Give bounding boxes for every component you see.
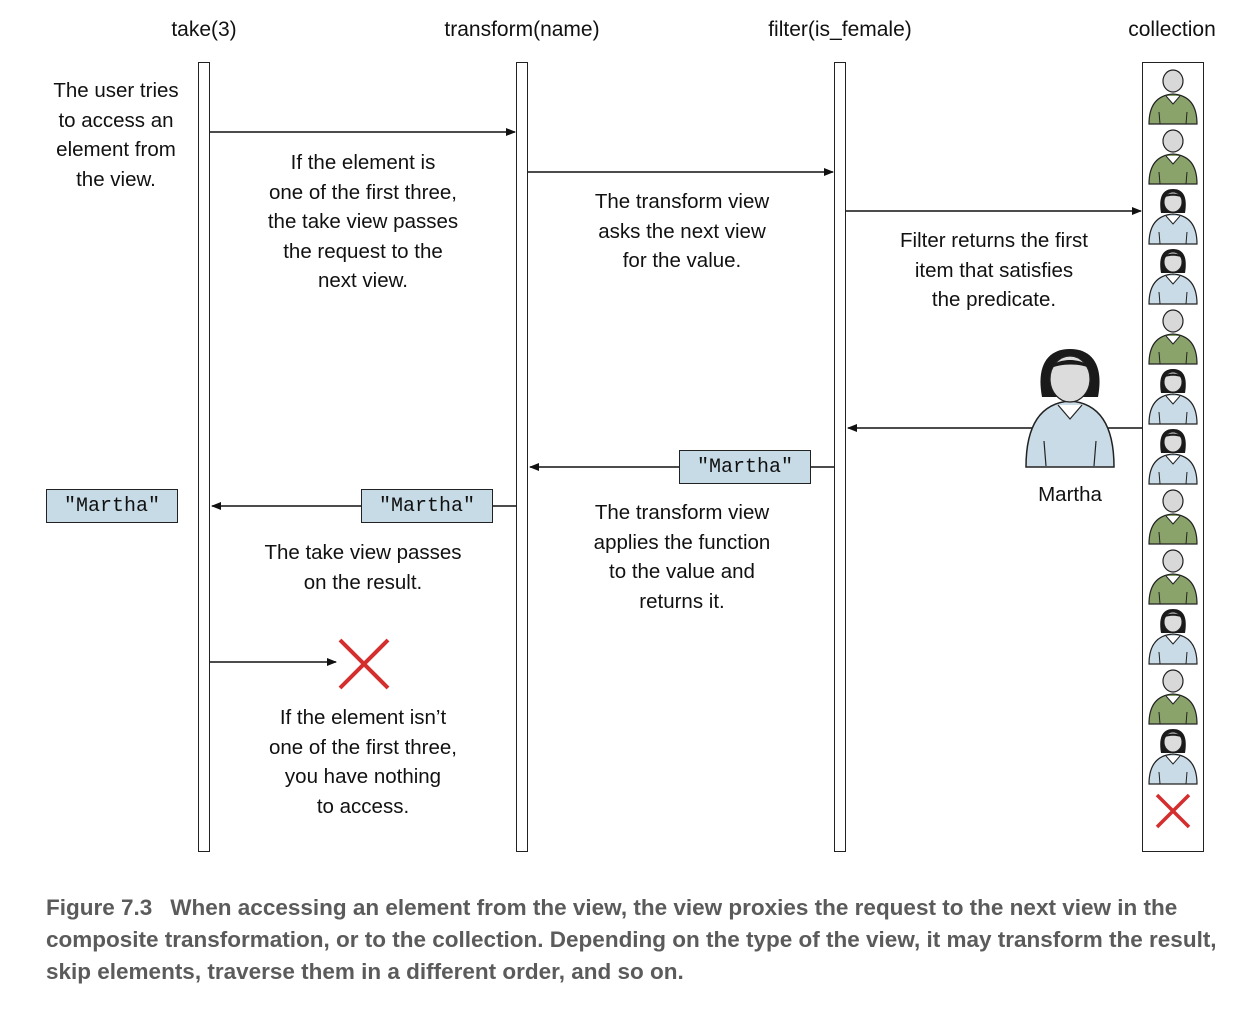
collection-end-cross-icon xyxy=(1155,793,1191,829)
martha-person-icon xyxy=(1025,349,1115,468)
filter-returns-note: Filter returns the first item that satis… xyxy=(900,229,1088,311)
male-person-icon xyxy=(1148,669,1198,725)
take-view-header: take(3) xyxy=(171,18,237,41)
take-passes-request-note: If the element is one of the first three… xyxy=(267,151,459,292)
figure-number: Figure 7.3 xyxy=(46,895,153,920)
message-arrows xyxy=(210,128,1142,690)
collection-header: collection xyxy=(1128,18,1216,41)
martha-label: Martha xyxy=(1038,483,1102,506)
transform-received-value-box: "Martha" xyxy=(679,450,811,484)
male-person-icon xyxy=(1148,309,1198,365)
nothing-cross-icon xyxy=(338,638,390,690)
filter-view-header: filter(is_female) xyxy=(768,18,912,41)
male-person-icon xyxy=(1148,69,1198,125)
figure-caption-text: When accessing an element from the view,… xyxy=(46,895,1217,984)
transform-view-header: transform(name) xyxy=(444,18,600,41)
male-person-icon xyxy=(1148,489,1198,545)
view-pipeline-diagram: take(3) transform(name) filter(is_female… xyxy=(46,18,1216,852)
female-person-icon xyxy=(1148,609,1198,665)
result-value-box: "Martha" xyxy=(46,489,178,523)
take-received-value-box: "Martha" xyxy=(361,489,493,523)
female-person-icon xyxy=(1148,429,1198,485)
transform-asks-note: The transform view asks the next view fo… xyxy=(594,190,770,272)
male-person-icon xyxy=(1148,129,1198,185)
female-person-icon xyxy=(1148,369,1198,425)
transform-lifeline xyxy=(516,62,528,852)
user-tries-note: The user tries to access an element from… xyxy=(53,79,179,191)
male-person-icon xyxy=(1148,549,1198,605)
collection-column xyxy=(1142,62,1204,852)
take-passes-result-note: The take view passes on the result. xyxy=(264,541,462,594)
transform-applies-note: The transform view applies the function … xyxy=(593,501,771,613)
take-lifeline xyxy=(198,62,210,852)
filter-lifeline xyxy=(834,62,846,852)
female-person-icon xyxy=(1148,249,1198,305)
nothing-to-access-note: If the element isn’t one of the first th… xyxy=(268,706,458,818)
female-person-icon xyxy=(1148,729,1198,785)
female-person-icon xyxy=(1148,189,1198,245)
